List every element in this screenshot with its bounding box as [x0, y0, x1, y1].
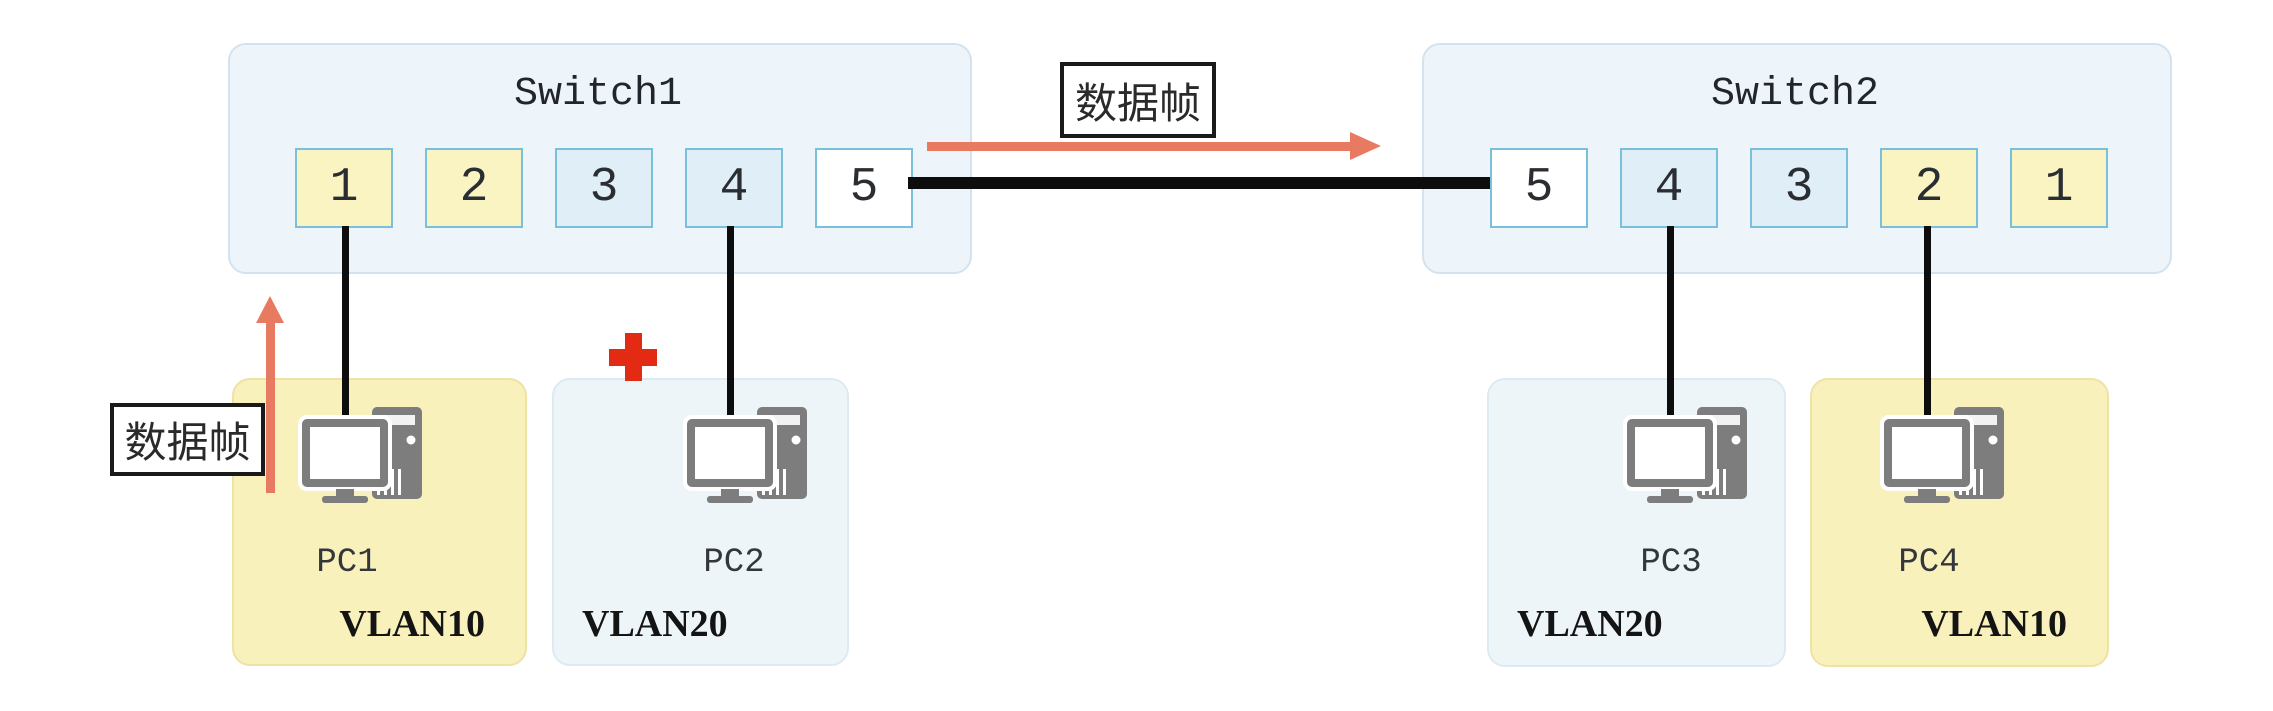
switch1-port-1: 1: [295, 148, 393, 228]
switch2-port-1: 1: [2010, 148, 2108, 228]
cable-switch2-port4-pc3: [1667, 226, 1674, 476]
swit2-port-3: 3: [1750, 148, 1848, 228]
blocked-cross-icon-vertical: [625, 333, 642, 381]
data-frame-arrow-up-head: [256, 296, 284, 323]
switch1-port-2: 2: [425, 148, 523, 228]
pc2-desktop-computer-icon: [683, 407, 807, 503]
pc1-label: PC1: [316, 544, 378, 582]
cable-switch1-port1-pc1: [342, 226, 349, 476]
cable-switch1-port4-pc2: [727, 226, 734, 476]
pc3-desktop-computer-icon: [1623, 407, 1747, 503]
switch1-title: Switch1: [513, 72, 683, 117]
pc1-desktop-computer-icon: [298, 407, 422, 503]
data-frame-arrow-right-head: [1350, 132, 1381, 160]
switch2-port-5: 5: [1490, 148, 1588, 228]
switch1-port-3: 3: [555, 148, 653, 228]
pc3-vlan-badge: VLAN20: [1517, 603, 1663, 645]
switch1-port-4: 4: [685, 148, 783, 228]
switch1-port-5: 5: [815, 148, 913, 228]
pc1-vlan-badge: VLAN10: [339, 603, 485, 645]
pc4-label: PC4: [1898, 544, 1960, 582]
data-frame-arrow-right: [927, 142, 1351, 151]
data-frame-label-top: 数据帧: [1060, 62, 1216, 138]
switch2-title: Switch2: [1710, 72, 1880, 117]
pc4-vlan-badge: VLAN10: [1921, 603, 2067, 645]
trunk-link-line: [908, 177, 1490, 189]
switch2-port-4: 4: [1620, 148, 1718, 228]
pc2-label: PC2: [703, 544, 765, 582]
pc2-vlan-badge: VLAN20: [582, 603, 728, 645]
data-frame-label-left: 数据帧: [110, 403, 265, 476]
data-frame-arrow-up: [266, 318, 275, 493]
pc3-label: PC3: [1640, 544, 1702, 582]
pc4-desktop-computer-icon: [1880, 407, 2004, 503]
switch2-port-2: 2: [1880, 148, 1978, 228]
cable-switch2-port2-pc4: [1924, 226, 1931, 476]
